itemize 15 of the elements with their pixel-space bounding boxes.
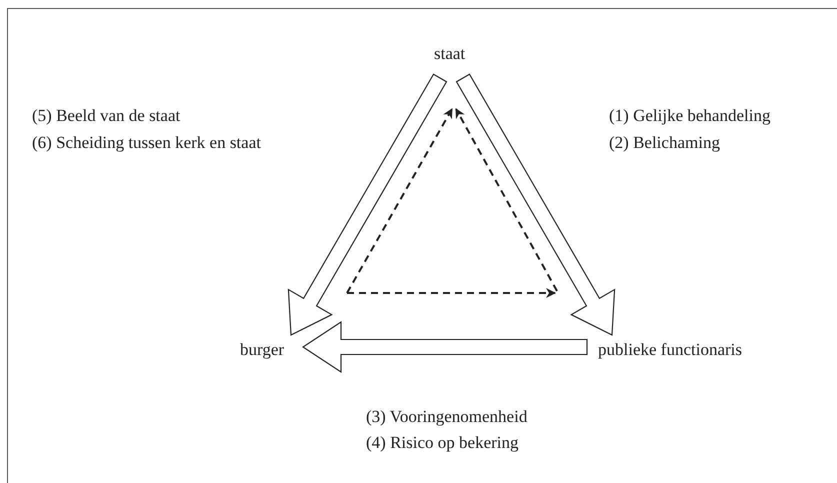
node-label: burger (240, 340, 284, 360)
dashed-arrow (347, 288, 556, 298)
factor-label: (3) Vooringenomenheid (366, 407, 528, 427)
node-label: staat (434, 44, 466, 64)
node-label: publieke functionaris (598, 340, 742, 360)
hollow-arrow (288, 73, 448, 336)
dashed-arrow (346, 108, 453, 294)
factor-label: (6) Scheiding tussen kerk en staat (32, 133, 261, 153)
hollow-arrow (302, 320, 588, 374)
factor-label: (4) Risico op bekering (366, 433, 518, 453)
factor-label: (1) Gelijke behandeling (609, 106, 770, 126)
dashed-arrow (455, 108, 558, 292)
hollow-arrow (456, 73, 616, 336)
factor-label: (5) Beeld van de staat (32, 106, 180, 126)
factor-label: (2) Belichaming (609, 133, 720, 153)
